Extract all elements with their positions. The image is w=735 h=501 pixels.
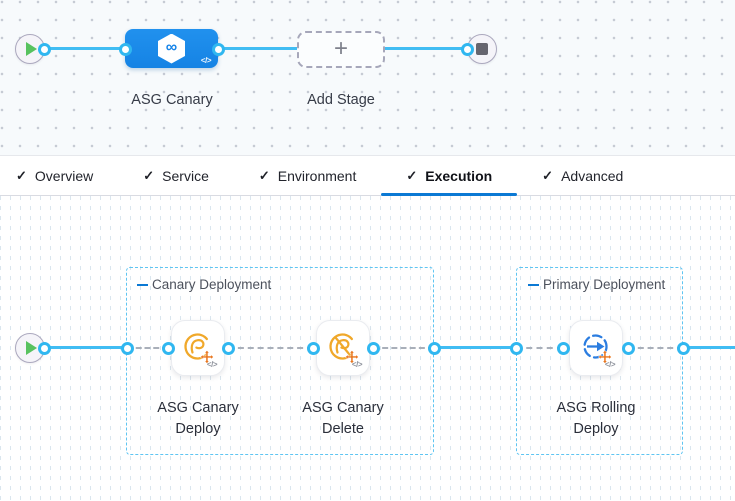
group-label-canary-deployment: Canary Deployment bbox=[137, 277, 271, 292]
group-label-primary-deployment: Primary Deployment bbox=[528, 277, 665, 292]
tab-overview[interactable]: ✓ Overview bbox=[16, 167, 94, 184]
link-dot[interactable] bbox=[307, 342, 320, 355]
check-icon: ✓ bbox=[542, 167, 554, 183]
execution-flow-line bbox=[44, 346, 127, 349]
harness-cd-hexagon-icon: ∞ bbox=[158, 33, 185, 64]
stop-icon bbox=[476, 43, 488, 55]
tab-execution[interactable]: ✓ Execution bbox=[381, 156, 517, 196]
step-connector-line bbox=[516, 347, 563, 349]
link-dot[interactable] bbox=[622, 342, 635, 355]
execution-flow-line bbox=[434, 346, 516, 349]
asg-canary-delete-icon bbox=[329, 333, 359, 364]
code-icon: </> bbox=[604, 360, 616, 369]
play-icon bbox=[26, 341, 37, 355]
asg-rolling-deploy-icon bbox=[583, 334, 612, 364]
link-dot[interactable] bbox=[428, 342, 441, 355]
check-icon: ✓ bbox=[258, 167, 270, 183]
step-node-asg-rolling-deploy[interactable]: </> bbox=[569, 320, 623, 376]
asg-move-arrows-icon bbox=[200, 350, 214, 364]
play-icon bbox=[26, 42, 37, 56]
link-dot[interactable] bbox=[119, 43, 132, 56]
asg-move-arrows-icon bbox=[345, 350, 359, 364]
link-dot[interactable] bbox=[510, 342, 523, 355]
add-stage-button[interactable]: + bbox=[297, 31, 385, 68]
code-icon: </> bbox=[200, 56, 212, 65]
stage-flow-line bbox=[44, 47, 467, 50]
stage-label: ASG Canary bbox=[131, 92, 213, 108]
tab-environment[interactable]: ✓ Environment bbox=[258, 167, 357, 184]
link-dot[interactable] bbox=[557, 342, 570, 355]
step-node-asg-canary-deploy[interactable]: </> bbox=[171, 320, 225, 376]
step-label-asg-canary-delete: ASG Canary Delete bbox=[302, 400, 384, 437]
step-group-canary-deployment bbox=[126, 267, 434, 455]
dash-icon bbox=[528, 283, 539, 286]
step-label-asg-rolling-deploy: ASG Rolling Deploy bbox=[556, 400, 636, 437]
add-stage-label: Add Stage bbox=[307, 92, 375, 108]
code-icon: </> bbox=[206, 360, 218, 369]
tab-service[interactable]: ✓ Service bbox=[143, 167, 209, 184]
link-dot[interactable] bbox=[677, 342, 690, 355]
tab-advanced[interactable]: ✓ Advanced bbox=[542, 167, 624, 184]
check-icon: ✓ bbox=[406, 167, 418, 183]
infinity-glyph: ∞ bbox=[165, 38, 178, 56]
link-dot[interactable] bbox=[212, 43, 225, 56]
link-dot[interactable] bbox=[162, 342, 175, 355]
link-dot[interactable] bbox=[222, 342, 235, 355]
check-icon: ✓ bbox=[143, 167, 155, 183]
plus-icon: + bbox=[333, 34, 348, 62]
stage-config-tabs: ✓ Overview ✓ Service ✓ Environment ✓ Exe… bbox=[0, 155, 735, 196]
execution-canvas: Canary Deployment Primary Deployment bbox=[0, 196, 735, 501]
step-label-asg-canary-deploy: ASG Canary Deploy bbox=[157, 400, 239, 437]
asg-canary-deploy-icon bbox=[184, 333, 214, 364]
step-node-asg-canary-delete[interactable]: </> bbox=[316, 320, 370, 376]
stage-canvas: ∞ </> + ASG Canary Add Stage bbox=[0, 0, 735, 155]
step-connector-line bbox=[127, 347, 168, 349]
step-group-primary-deployment bbox=[516, 267, 683, 455]
execution-flow-line bbox=[683, 346, 735, 349]
code-icon: </> bbox=[351, 360, 363, 369]
link-dot[interactable] bbox=[121, 342, 134, 355]
link-dot[interactable] bbox=[38, 342, 51, 355]
check-icon: ✓ bbox=[16, 167, 27, 183]
link-dot[interactable] bbox=[461, 43, 474, 56]
step-connector-line bbox=[228, 347, 313, 349]
asg-move-arrows-icon bbox=[598, 350, 612, 364]
link-dot[interactable] bbox=[367, 342, 380, 355]
link-dot[interactable] bbox=[38, 43, 51, 56]
dash-icon bbox=[137, 283, 148, 286]
step-connector-line bbox=[628, 347, 683, 349]
stage-node-asg-canary[interactable]: ∞ </> bbox=[125, 29, 218, 68]
step-connector-line bbox=[373, 347, 434, 349]
